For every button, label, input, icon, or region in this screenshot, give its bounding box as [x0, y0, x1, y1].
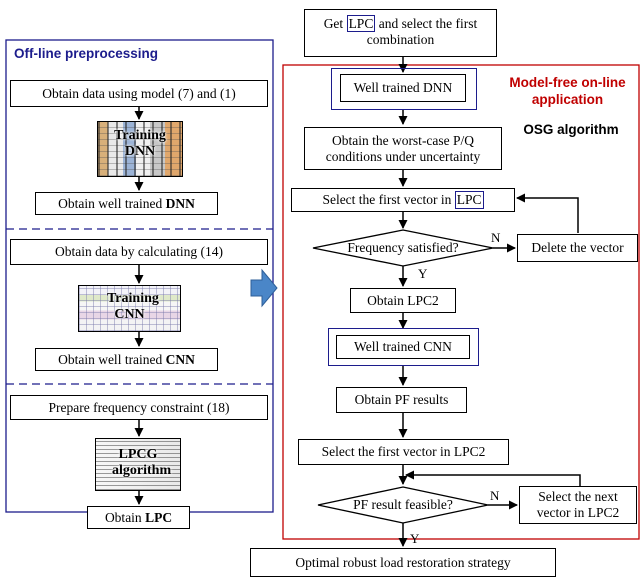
online-select-next-vector: Select the next vector in LPC2: [519, 486, 637, 524]
online-final-strategy: Optimal robust load restoration strategy: [250, 548, 556, 577]
well-cnn-highlight-frame: [328, 328, 479, 366]
frequency-question: Frequency satisfied?: [347, 240, 459, 255]
offline-obtain-dnn: Obtain well trained DNN: [35, 192, 218, 215]
obtain-lpc-bold: LPC: [145, 509, 173, 525]
online-well-trained-dnn: Well trained DNN: [340, 74, 466, 102]
training-dnn-label: Training DNN: [114, 128, 166, 159]
offline-obtain-cnn: Obtain well trained CNN: [35, 348, 218, 371]
pf-yes-label: Y: [410, 531, 420, 546]
offline-title: Off-line preprocessing: [14, 46, 159, 61]
frequency-yes-label: Y: [418, 266, 428, 281]
obtain-lpc-text: Obtain: [104, 509, 146, 525]
lpcg-label: LPCG algorithm: [112, 447, 172, 478]
online-well-trained-cnn: Well trained CNN: [336, 335, 470, 359]
select-vector-text: Select the first vector in: [322, 192, 455, 207]
offline-step-prepare-frequency: Prepare frequency constraint (18): [10, 395, 268, 420]
start-text-1: Get: [323, 16, 347, 31]
online-select-first-lpc2: Select the first vector in LPC2: [298, 439, 509, 465]
well-dnn-highlight-frame: [331, 68, 477, 110]
offline-obtain-lpc: Obtain LPC: [87, 506, 190, 529]
obtain-cnn-bold: CNN: [165, 351, 195, 367]
training-cnn-image: Training CNN: [78, 285, 181, 332]
start-lpc-highlight: LPC: [346, 15, 376, 32]
osg-algorithm-label: OSG algorithm: [523, 122, 619, 137]
online-title-line2: application: [531, 92, 604, 107]
transition-arrow: [250, 268, 278, 308]
obtain-dnn-text: Obtain well trained: [58, 195, 166, 211]
pf-question: PF result feasible?: [353, 497, 453, 512]
online-worst-case: Obtain the worst-case P/Q conditions und…: [304, 127, 502, 170]
obtain-dnn-bold: DNN: [165, 195, 195, 211]
offline-step-obtain-data: Obtain data using model (7) and (1): [10, 80, 268, 107]
select-vector-lpc: LPC: [454, 191, 484, 209]
online-select-first-vector: Select the first vector in LPC: [291, 188, 515, 212]
online-title: Model-free on-line application: [500, 74, 635, 108]
training-cnn-label: Training CNN: [107, 291, 159, 322]
online-panel-frame: [282, 64, 640, 540]
lpcg-algorithm-image: LPCG algorithm: [95, 438, 181, 491]
online-obtain-pf-results: Obtain PF results: [336, 387, 467, 413]
online-delete-vector: Delete the vector: [517, 234, 638, 262]
online-start-get-lpc: Get LPC and select the first combination: [304, 9, 497, 57]
online-title-line1: Model-free on-line: [509, 75, 626, 90]
pf-no-label: N: [490, 488, 500, 503]
obtain-cnn-text: Obtain well trained: [58, 351, 166, 367]
start-text-2: and select the first combination: [366, 16, 481, 47]
offline-step-obtain-data-14: Obtain data by calculating (14): [10, 239, 268, 265]
training-dnn-image: Training DNN: [97, 121, 183, 177]
online-obtain-lpc2: Obtain LPC2: [350, 288, 456, 313]
frequency-no-label: N: [491, 230, 501, 245]
